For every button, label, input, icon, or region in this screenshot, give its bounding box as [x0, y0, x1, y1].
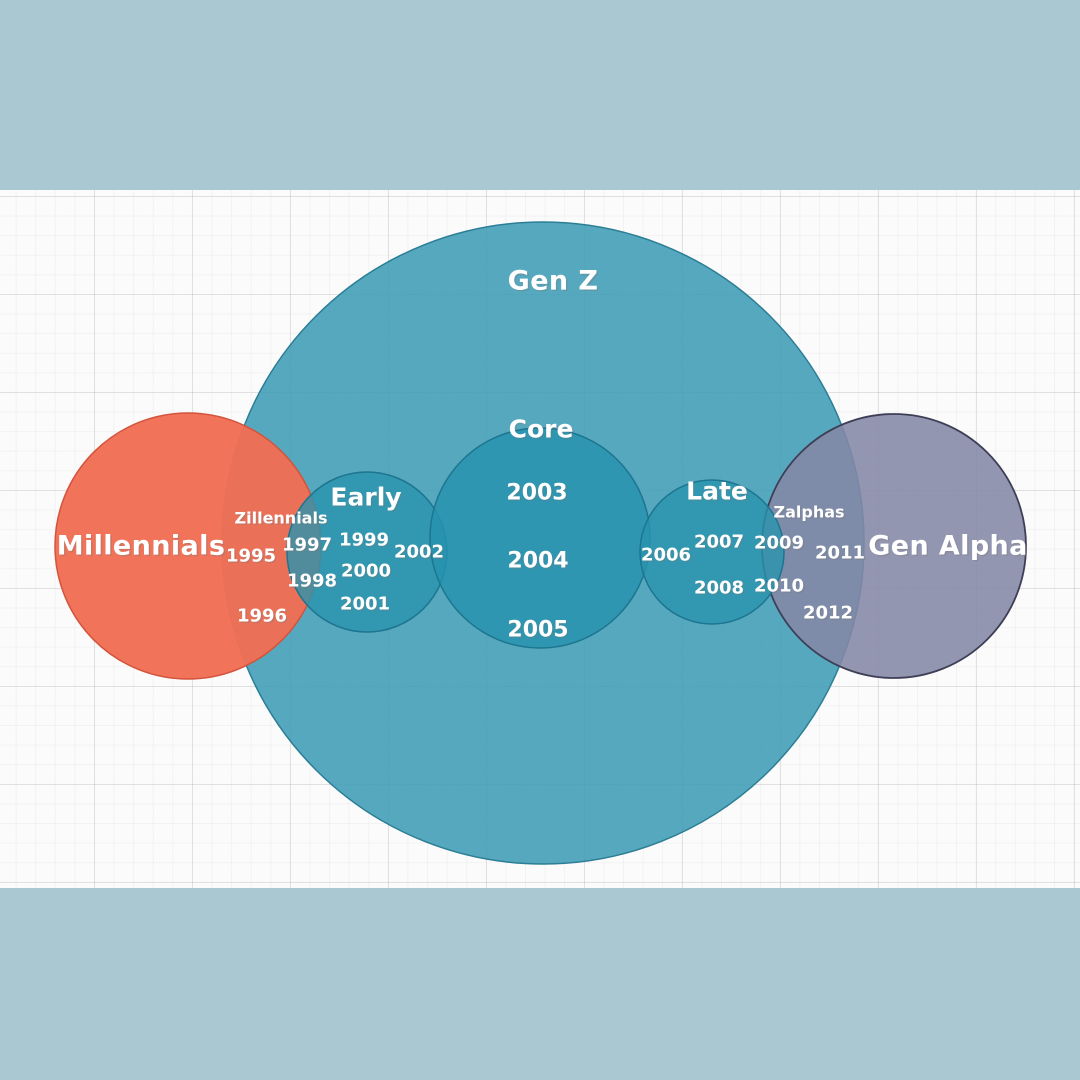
- circle-late[interactable]: [639, 479, 785, 625]
- circle-core[interactable]: [429, 427, 651, 649]
- venn-diagram: [54, 221, 1027, 865]
- circle-millennials[interactable]: [54, 412, 322, 680]
- circle-gen-alpha[interactable]: [761, 413, 1027, 679]
- circle-early[interactable]: [286, 471, 448, 633]
